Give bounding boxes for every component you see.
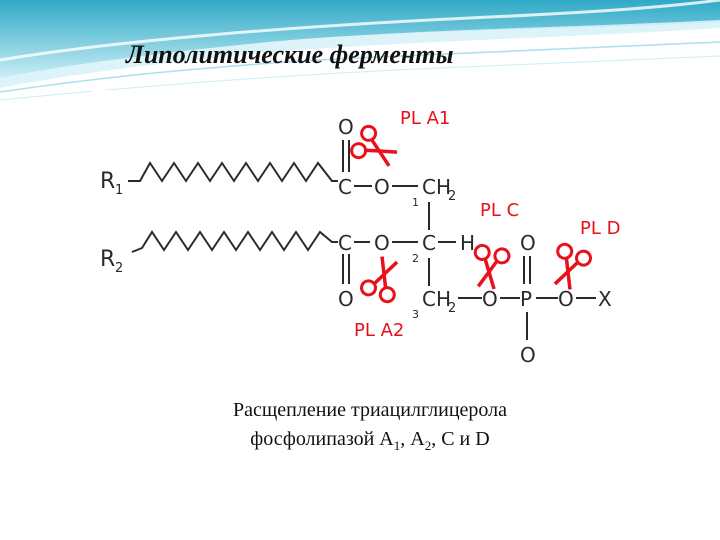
- scissors-icon: [359, 256, 399, 304]
- atom-ch2-top: CH: [422, 175, 451, 199]
- atom-h: H: [460, 231, 475, 255]
- scissors-icon: [350, 124, 398, 167]
- caption-line-2: фосфолипазой А1, А2, С и D: [160, 425, 580, 460]
- atom-o-top: O: [338, 115, 354, 139]
- r1-label: R: [100, 169, 115, 194]
- carbon-number-1: 1: [412, 196, 419, 209]
- pla2-label: PL A2: [354, 320, 404, 341]
- atom-c-center: C: [422, 231, 436, 255]
- atom-o-phos-bottom: O: [520, 343, 536, 367]
- pld-label: PL D: [580, 218, 620, 239]
- atom-o-phos-top: O: [520, 231, 536, 255]
- figure-caption: Расщепление триацилглицерола фосфолипазо…: [160, 396, 580, 460]
- atom-ch2-bottom: CH: [422, 287, 451, 311]
- atom-p: P: [520, 287, 532, 311]
- atom-o-ester2: O: [374, 231, 390, 255]
- caption-prefix: фосфолипазой А: [250, 428, 394, 450]
- atom-ch2-top-sub: 2: [448, 189, 456, 204]
- carbon-number-3: 3: [412, 308, 419, 321]
- atom-o-phos-link: O: [482, 287, 498, 311]
- r1-zigzag-chain: [128, 161, 338, 183]
- r1-subscript: 1: [115, 183, 123, 198]
- atom-o-bottom: O: [338, 287, 354, 311]
- plc-label: PL C: [480, 200, 519, 221]
- caption-mid: , А: [400, 428, 425, 450]
- atom-ch2-bottom-sub: 2: [448, 301, 456, 316]
- r2-subscript: 2: [115, 261, 123, 276]
- caption-sub-2: 2: [424, 438, 432, 453]
- caption-sub-1: 1: [393, 438, 401, 453]
- r2-zigzag-chain: [131, 230, 338, 253]
- scissors-icon: [553, 242, 593, 290]
- r2-label: R: [100, 247, 115, 272]
- atom-c2: C: [338, 231, 352, 255]
- pla1-label: PL A1: [400, 108, 450, 129]
- caption-suffix: , С и D: [431, 428, 490, 450]
- atom-c1: C: [338, 175, 352, 199]
- header-swoosh: [0, 0, 720, 101]
- atom-o-ester1: O: [374, 175, 390, 199]
- scissors-icon: [473, 243, 511, 290]
- caption-line-1: Расщепление триацилглицерола: [233, 399, 507, 421]
- triacylglycerol-structure: R 1 R 2 O C O CH 2 1 C O C: [100, 108, 620, 367]
- atom-x: X: [598, 287, 612, 311]
- carbon-number-2: 2: [412, 252, 419, 265]
- atom-o-x-link: O: [558, 287, 574, 311]
- reaction-figure: R 1 R 2 O C O CH 2 1 C O C: [92, 90, 634, 380]
- slide-title: Липолитические ферменты: [126, 40, 454, 69]
